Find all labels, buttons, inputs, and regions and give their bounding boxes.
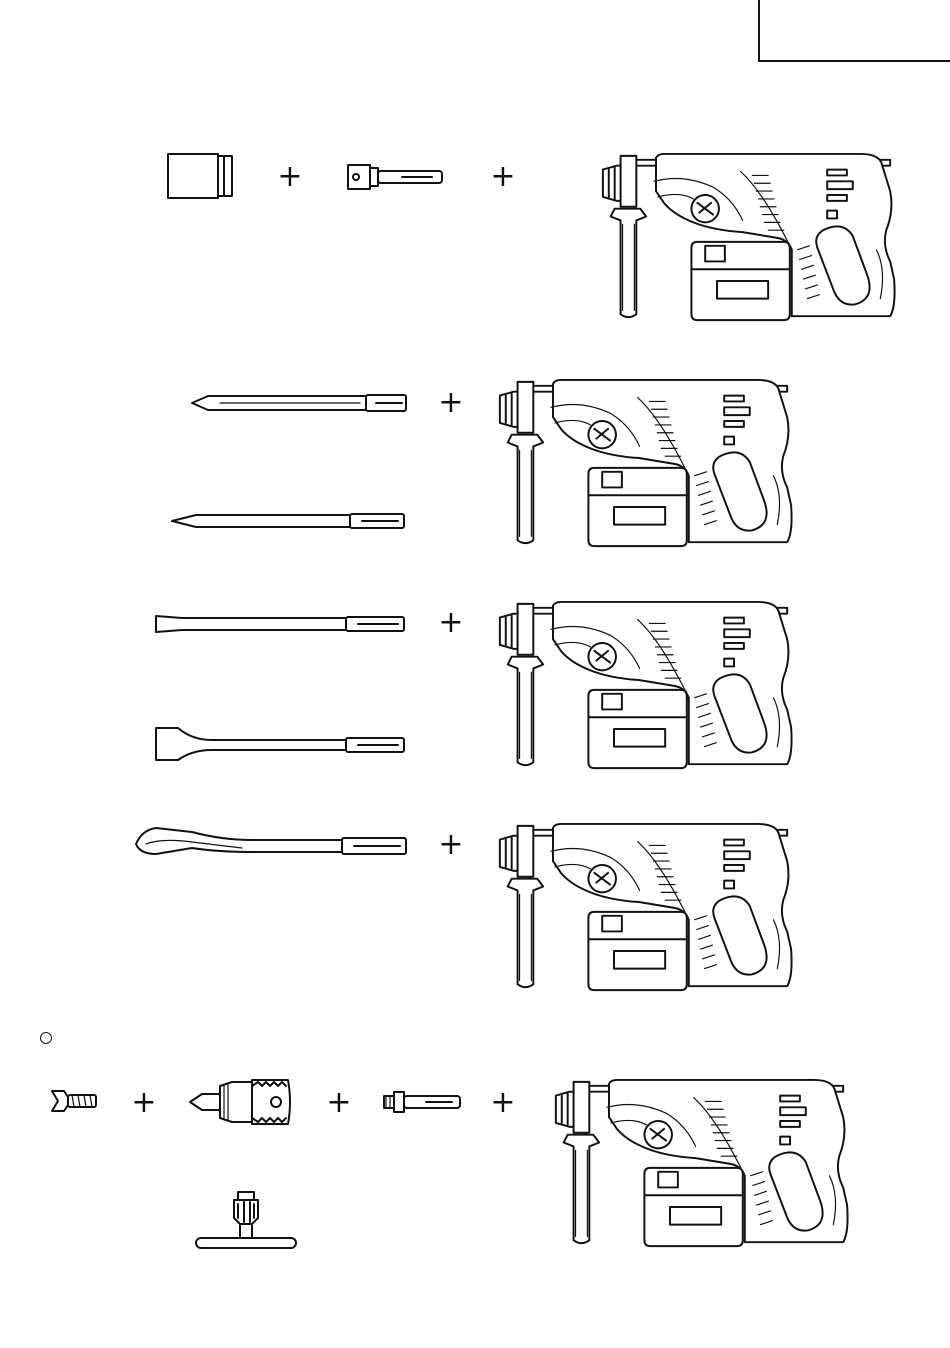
plus-sign: +	[275, 162, 305, 192]
plus-sign: +	[488, 1088, 518, 1118]
rotary-hammer-illustration	[492, 600, 797, 772]
plus-sign: +	[436, 388, 466, 418]
core-bit-adapter-icon	[346, 162, 446, 192]
bull-point-short-icon	[190, 392, 410, 414]
rotary-hammer-illustration	[492, 822, 797, 994]
rotary-hammer-illustration	[492, 378, 797, 550]
plus-sign: +	[129, 1088, 159, 1118]
plus-sign: +	[436, 830, 466, 860]
chuck-screw-icon	[50, 1088, 100, 1114]
cranked-chisel-icon	[132, 824, 412, 860]
bull-point-long-icon	[170, 510, 410, 532]
rotary-hammer-illustration	[548, 1078, 853, 1250]
plus-sign: +	[436, 608, 466, 638]
chuck-adapter-icon	[382, 1090, 464, 1114]
plus-sign: +	[488, 162, 518, 192]
core-bit-icon	[166, 152, 236, 200]
plus-sign: +	[324, 1088, 354, 1118]
page-number-box	[758, 0, 950, 62]
chuck-key-icon	[194, 1190, 300, 1254]
rotary-hammer-illustration	[595, 152, 900, 324]
wide-chisel-icon	[152, 724, 410, 764]
circle-bullet-icon	[40, 1032, 52, 1044]
drill-chuck-icon	[188, 1072, 294, 1132]
cold-chisel-icon	[152, 612, 410, 636]
